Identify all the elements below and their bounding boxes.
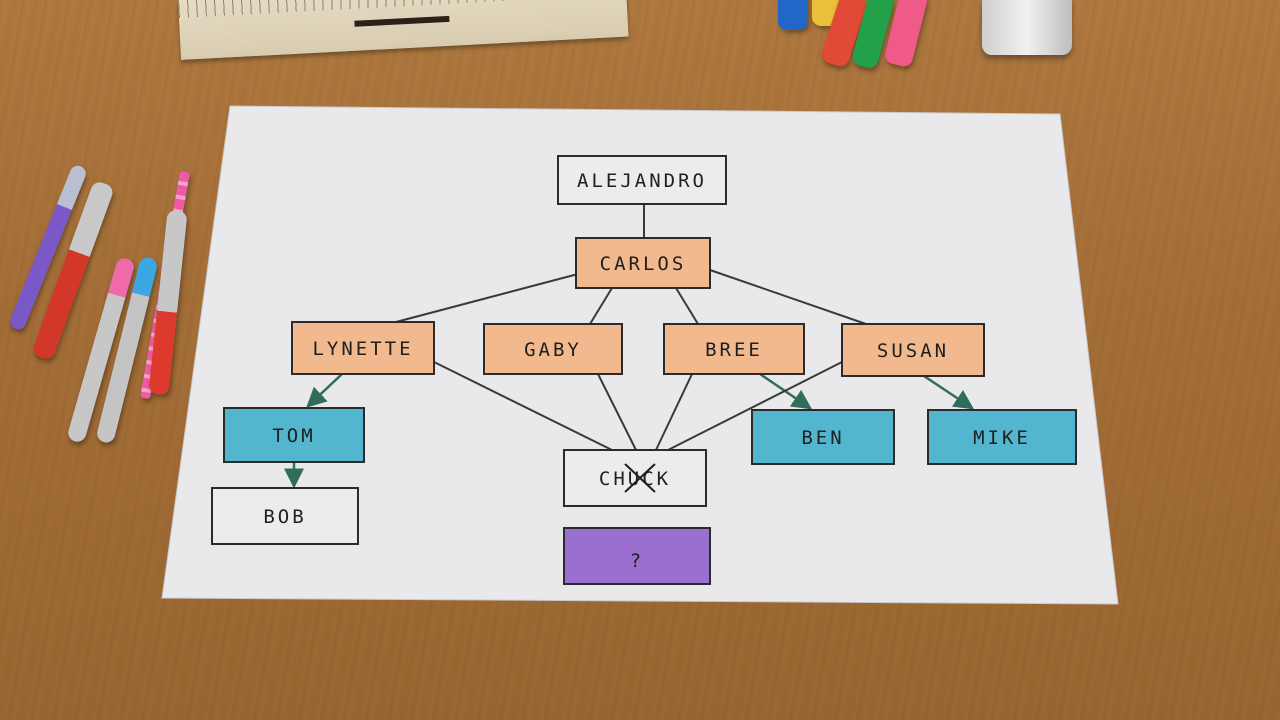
node-susan: SUSAN <box>841 323 985 377</box>
marker-cup <box>982 0 1072 55</box>
node-bob: BOB <box>211 487 359 545</box>
node-label-mike: MIKE <box>973 427 1031 449</box>
node-unknown: ? <box>563 527 711 585</box>
node-ben: BEN <box>751 409 895 465</box>
node-box-mike <box>927 409 1077 465</box>
node-label-tom: TOM <box>272 425 315 447</box>
node-box-susan <box>841 323 985 377</box>
edge-lynette-chuck <box>433 361 613 451</box>
edge-carlos-lynette <box>395 273 579 323</box>
node-box-unknown <box>563 527 711 585</box>
edge-carlos-susan <box>709 269 867 325</box>
edge-lynette-tom <box>306 373 343 408</box>
edge-susan-mike <box>923 374 975 410</box>
node-box-bob <box>211 487 359 545</box>
node-bree: BREE <box>663 323 805 375</box>
node-carlos: CARLOS <box>575 237 711 289</box>
node-gaby: GABY <box>483 323 623 375</box>
node-label-susan: SUSAN <box>877 340 949 362</box>
edge-susan-chuck <box>667 361 843 451</box>
blue-marker <box>778 0 808 30</box>
cross-out-mark <box>624 463 656 493</box>
node-box-ben <box>751 409 895 465</box>
edge-gaby-chuck <box>597 373 637 451</box>
node-label-alejandro: ALEJANDRO <box>577 170 707 192</box>
node-box-carlos <box>575 237 711 289</box>
node-box-lynette <box>291 321 435 375</box>
node-chuck: CHUCK <box>563 449 707 507</box>
node-box-chuck <box>563 449 707 507</box>
edge-bree-chuck <box>655 373 693 451</box>
node-alejandro: ALEJANDRO <box>557 155 727 205</box>
edge-carlos-bree <box>675 287 699 325</box>
node-lynette: LYNETTE <box>291 321 435 375</box>
node-tom: TOM <box>223 407 365 463</box>
node-label-chuck: CHUCK <box>599 468 671 490</box>
poster-paper <box>161 105 1119 605</box>
node-label-bob: BOB <box>263 506 306 528</box>
node-label-carlos: CARLOS <box>600 253 687 275</box>
node-label-ben: BEN <box>801 427 844 449</box>
node-box-bree <box>663 323 805 375</box>
node-label-lynette: LYNETTE <box>312 338 413 360</box>
node-label-bree: BREE <box>705 339 763 361</box>
node-mike: MIKE <box>927 409 1077 465</box>
node-label-gaby: GABY <box>524 339 582 361</box>
node-label-unknown: ? <box>630 550 644 572</box>
node-box-alejandro <box>557 155 727 205</box>
node-box-gaby <box>483 323 623 375</box>
edge-carlos-gaby <box>589 287 613 325</box>
node-box-tom <box>223 407 365 463</box>
